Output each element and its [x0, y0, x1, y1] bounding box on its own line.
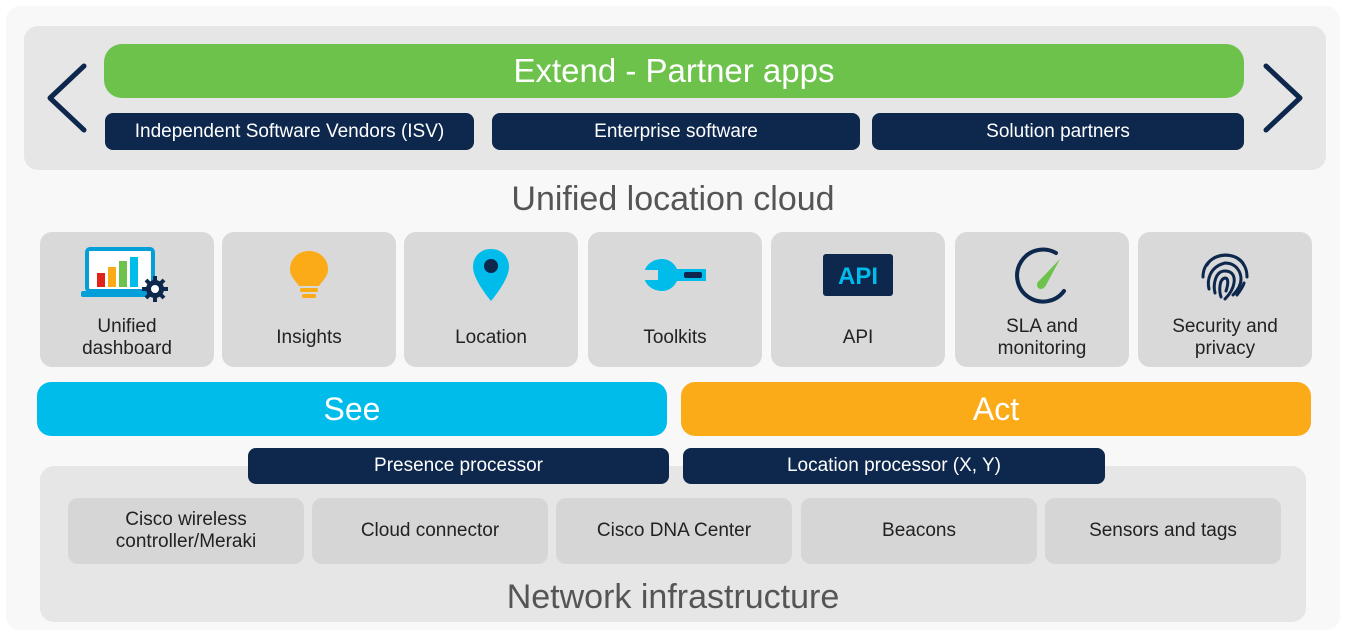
- dashboard-gear-icon: [81, 247, 168, 302]
- tile-unified-dashboard: Unified dashboard: [40, 232, 214, 367]
- wrench-icon: [640, 259, 706, 291]
- network-item-wireless-controller: Cisco wireless controller/Meraki: [68, 498, 304, 564]
- chevron-left-icon[interactable]: [44, 62, 90, 134]
- tile-sla-monitoring: SLA and monitoring: [955, 232, 1129, 367]
- tile-security-privacy: Security and privacy: [1138, 232, 1312, 367]
- tile-insights: Insights: [222, 232, 396, 367]
- location-pin-icon: [473, 249, 509, 301]
- lightbulb-icon: [290, 251, 328, 298]
- presence-processor-pill: Presence processor: [248, 448, 669, 484]
- network-item-sensors-tags: Sensors and tags: [1045, 498, 1281, 564]
- extend-partner-apps-bar: Extend - Partner apps: [104, 44, 1244, 98]
- see-bar: See: [37, 382, 667, 436]
- partner-pill-isv: Independent Software Vendors (ISV): [105, 113, 474, 150]
- partner-pill-enterprise-software: Enterprise software: [492, 113, 860, 150]
- partner-pill-solution-partners: Solution partners: [872, 113, 1244, 150]
- network-infrastructure-title: Network infrastructure: [506, 578, 840, 616]
- tile-label: Location: [455, 327, 527, 349]
- tile-label: Toolkits: [643, 327, 707, 349]
- network-item-beacons: Beacons: [801, 498, 1037, 564]
- tile-toolkits: Toolkits: [588, 232, 762, 367]
- tile-label: SLA and monitoring: [997, 316, 1087, 359]
- tile-api: API API: [771, 232, 945, 367]
- tile-label: Unified dashboard: [82, 316, 172, 359]
- network-item-dna-center: Cisco DNA Center: [556, 498, 792, 564]
- svg-text:API: API: [838, 263, 878, 290]
- act-bar: Act: [681, 382, 1311, 436]
- api-icon: API: [823, 254, 893, 296]
- location-processor-pill: Location processor (X, Y): [683, 448, 1105, 484]
- chevron-right-icon[interactable]: [1260, 62, 1306, 134]
- tile-location: Location: [404, 232, 578, 367]
- network-item-cloud-connector: Cloud connector: [312, 498, 548, 564]
- gauge-icon: [1015, 247, 1066, 304]
- tile-label: Insights: [276, 327, 342, 349]
- unified-location-cloud-title: Unified location cloud: [511, 180, 835, 218]
- tile-label: API: [842, 327, 874, 349]
- tile-label: Security and privacy: [1172, 316, 1278, 359]
- fingerprint-icon: [1201, 253, 1249, 301]
